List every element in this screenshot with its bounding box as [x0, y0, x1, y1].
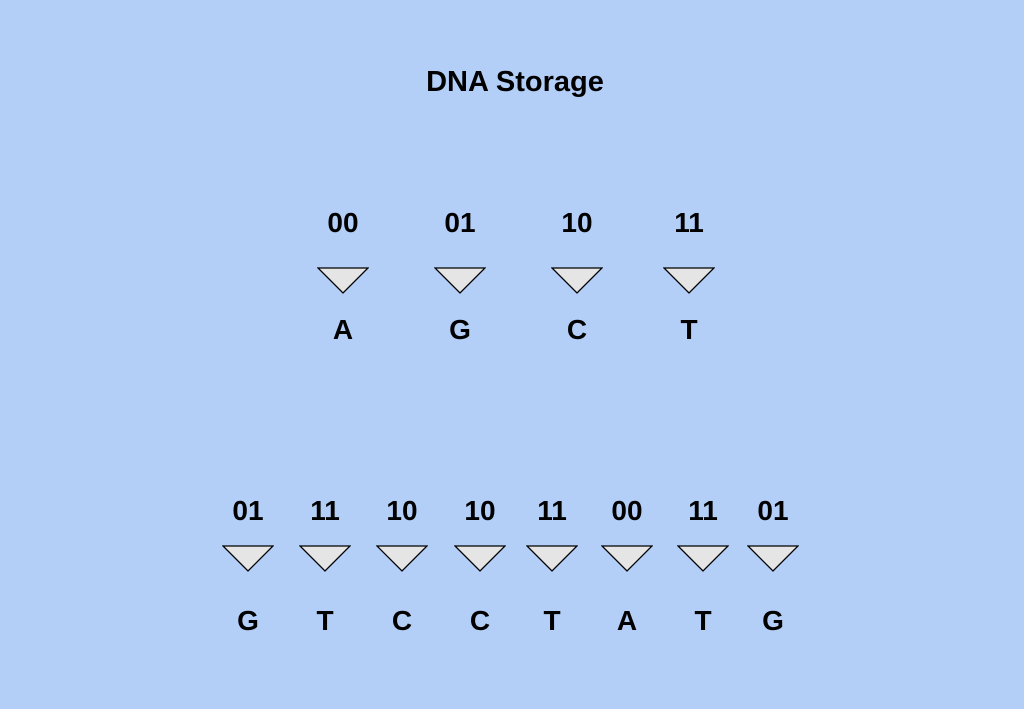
- nucleotide-label: T: [680, 314, 698, 345]
- nucleotide-label: T: [316, 605, 334, 636]
- bits-label: 11: [688, 495, 718, 526]
- nucleotide-label: T: [694, 605, 712, 636]
- nucleotide-label: C: [391, 605, 413, 636]
- bits-label: 01: [444, 207, 476, 238]
- arrow-down-triangle-icon: [434, 267, 486, 294]
- bits-label: 00: [611, 495, 643, 526]
- arrow-down-triangle-icon: [677, 545, 729, 572]
- arrow-down-triangle-icon: [454, 545, 506, 572]
- bits-label: 01: [232, 495, 264, 526]
- arrow-down-triangle-icon: [222, 545, 274, 572]
- bits-label: 00: [327, 207, 359, 238]
- nucleotide-label: C: [566, 314, 588, 345]
- nucleotide-label: G: [237, 605, 259, 636]
- bits-label: 10: [561, 207, 593, 238]
- nucleotide-label: T: [543, 605, 561, 636]
- arrow-down-triangle-icon: [526, 545, 578, 572]
- bits-label: 11: [537, 495, 567, 526]
- bits-label: 01: [757, 495, 789, 526]
- arrow-down-triangle-icon: [663, 267, 715, 294]
- arrow-down-triangle-icon: [601, 545, 653, 572]
- arrow-down-triangle-icon: [317, 267, 369, 294]
- nucleotide-label: G: [449, 314, 471, 345]
- bits-label: 10: [464, 495, 496, 526]
- arrow-down-triangle-icon: [299, 545, 351, 572]
- nucleotide-label: A: [616, 605, 638, 636]
- bits-label: 10: [386, 495, 418, 526]
- arrow-down-triangle-icon: [551, 267, 603, 294]
- bits-label: 11: [310, 495, 340, 526]
- arrow-down-triangle-icon: [747, 545, 799, 572]
- nucleotide-label: A: [332, 314, 354, 345]
- nucleotide-label: C: [469, 605, 491, 636]
- bits-label: 11: [674, 207, 704, 238]
- diagram-title: DNA Storage: [426, 66, 604, 98]
- nucleotide-label: G: [762, 605, 784, 636]
- arrow-down-triangle-icon: [376, 545, 428, 572]
